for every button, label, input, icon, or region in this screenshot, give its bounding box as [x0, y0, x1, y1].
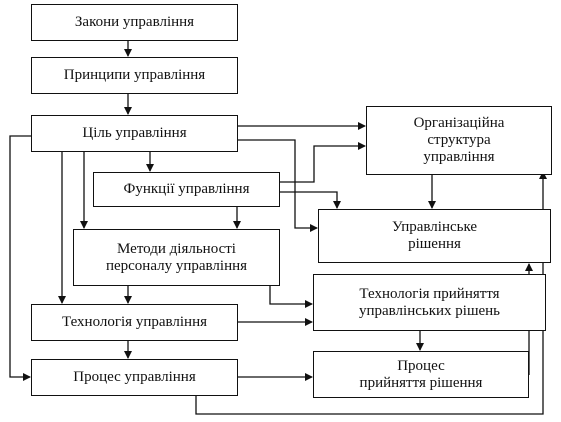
- arrow-metody-tekhn-pr: [269, 286, 313, 308]
- arrow-tsil-rishennia: [238, 139, 318, 232]
- arrow-funktsii-rishennia: [280, 191, 341, 209]
- node-goal: Ціль управління: [31, 115, 238, 152]
- node-laws: Закони управління: [31, 4, 238, 41]
- node-technology: Технологія управління: [31, 304, 238, 341]
- node-management-decision: Управлінське рішення: [318, 209, 551, 263]
- arrow-tsil-protses: [9, 135, 31, 381]
- node-functions: Функції управління: [93, 172, 280, 207]
- node-process: Процес управління: [31, 359, 238, 396]
- node-principles: Принципи управління: [31, 57, 238, 94]
- node-decision-technology: Технологія прийняття управлінських рішен…: [313, 274, 546, 331]
- arrow-funktsii-org: [280, 142, 366, 183]
- node-org-structure: Організаційна структура управління: [366, 106, 552, 175]
- node-methods: Методи діяльності персоналу управління: [73, 229, 280, 286]
- node-decision-process: Процес прийняття рішення: [313, 351, 529, 398]
